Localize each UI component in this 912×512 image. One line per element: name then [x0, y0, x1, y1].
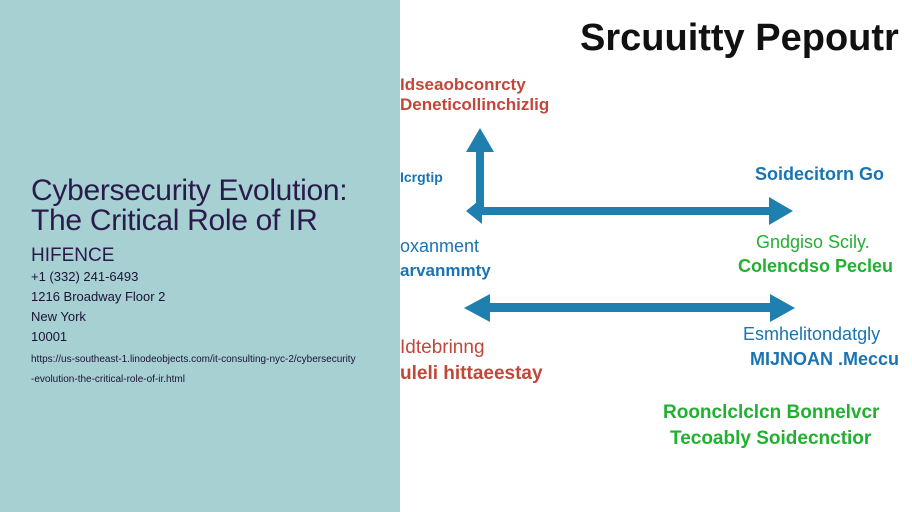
info-block: Cybersecurity Evolution: The Critical Ro… [31, 176, 371, 390]
label-bottom-1: Roonclclclcn Bonnelvcr [663, 402, 880, 423]
diagram-image: Srcuuitty Pepoutr Idseaobconrcty Denetic… [400, 0, 912, 512]
info-panel: Cybersecurity Evolution: The Critical Ro… [0, 0, 400, 512]
label-left-3a: Idtebrinng [400, 337, 485, 358]
company-name: HIFENCE [31, 245, 115, 266]
phone-number[interactable]: +1 (332) 241-6493 [31, 269, 139, 284]
label-right-2a: Gndgiso Scily. [756, 232, 870, 252]
label-left-3b: uleli hittaeestay [400, 363, 543, 384]
arrow-double [464, 294, 795, 322]
zip-code: 10001 [31, 329, 68, 344]
label-right-2b: Colencdso Pecleu [738, 256, 893, 276]
arrow-up-right [466, 128, 793, 225]
label-left-2b: arvanmmty [400, 261, 491, 280]
city: New York [31, 309, 86, 324]
diagram-heading: Srcuuitty Pepoutr [580, 17, 899, 59]
page-title: Cybersecurity Evolution: The Critical Ro… [31, 174, 348, 237]
label-right-3a: Esmhelitondatgly [743, 324, 880, 344]
label-top-left-2: Deneticollinchizlig [400, 95, 549, 114]
street-address: 1216 Broadway Floor 2 [31, 289, 166, 304]
label-top-left-1: Idseaobconrcty [400, 75, 526, 94]
label-mid-left: Icrgtip [400, 169, 443, 185]
label-bottom-2: Tecoably Soidecnctior [670, 428, 872, 449]
label-left-2a: oxanment [400, 236, 479, 256]
label-right-3b: MIJNOAN .Meccu [750, 349, 899, 369]
label-mid-right: Soidecitorn Go [755, 164, 884, 184]
diagram-svg: Srcuuitty Pepoutr Idseaobconrcty Denetic… [400, 17, 899, 449]
page-url-link[interactable]: https://us-southeast-1.linodeobjects.com… [31, 354, 356, 385]
